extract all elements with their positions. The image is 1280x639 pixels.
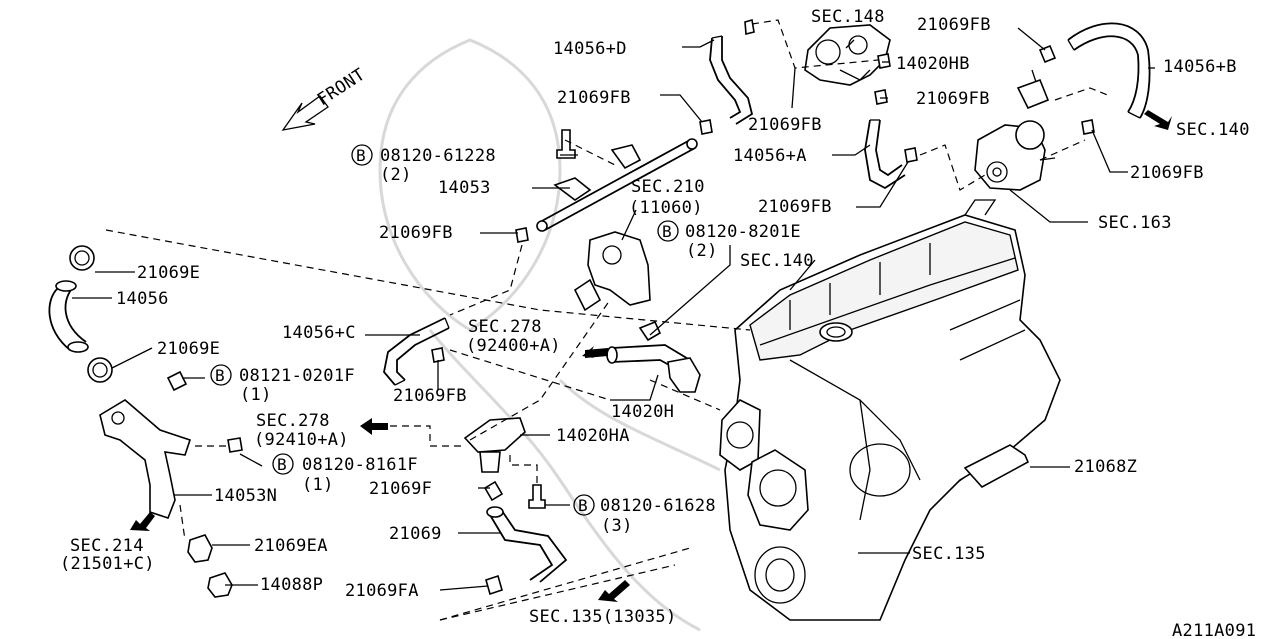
front-label: FRONT (314, 65, 369, 110)
sensor-14020hb (1016, 69, 1050, 110)
bolt-labels: B 08120-61228 (2) B 08120-8201E (2) B 08… (210, 144, 801, 536)
label-21069e-a[interactable]: 21069E (137, 263, 200, 283)
hose-14056-b (1067, 22, 1151, 119)
bolt-marker-icon (210, 364, 232, 386)
label-21069fb-d[interactable]: 21069FB (1130, 163, 1204, 183)
label-sec148[interactable]: SEC.148 (811, 7, 885, 27)
label-21069fa[interactable]: 21069FA (345, 581, 419, 601)
bolt-qty: (2) (686, 241, 718, 261)
bolt-marker-letter: B (215, 366, 225, 385)
bolt-marker-icon (573, 494, 595, 516)
hose-14056 (48, 280, 89, 353)
bolt-qty: (3) (601, 516, 633, 536)
label-21069e-b[interactable]: 21069E (157, 339, 220, 359)
front-direction-arrow (281, 95, 329, 131)
label-sec278-a[interactable]: SEC.278 (468, 317, 542, 337)
watermark-emblem (378, 38, 721, 632)
bolt-label-08120-8161f[interactable]: B 08120-8161F (1) (272, 453, 418, 495)
bolt-label-08120-61628[interactable]: B 08120-61628 (3) (573, 494, 716, 536)
bolt-marker-letter: B (277, 455, 287, 474)
hose-14056-d (709, 35, 754, 125)
label-14056-d[interactable]: 14056+D (553, 39, 627, 59)
label-sec210[interactable]: SEC.210 (631, 177, 705, 197)
label-14053[interactable]: 14053 (438, 178, 491, 198)
label-21069fb-f[interactable]: 21069FB (379, 223, 453, 243)
hose-14056-c (383, 317, 450, 386)
label-sec214[interactable]: SEC.214 (70, 536, 144, 556)
flange-14020ha (463, 417, 526, 473)
label-14056-a[interactable]: 14056+A (733, 146, 807, 166)
label-14020ha[interactable]: 14020HA (556, 426, 630, 446)
label-sec278-b[interactable]: SEC.278 (256, 411, 330, 431)
label-21069fb-top[interactable]: 21069FB (917, 15, 991, 35)
label-14020hb[interactable]: 14020HB (896, 54, 970, 74)
section-arrows (130, 110, 1172, 602)
label-sec214-sub[interactable]: (21501+C) (60, 554, 155, 574)
label-14056-c[interactable]: 14056+C (282, 323, 356, 343)
thermostat-gasket (719, 399, 809, 531)
bolt-marker-icon (657, 220, 679, 242)
label-21069fb-a[interactable]: 21069FB (557, 88, 631, 108)
label-21069fb-c[interactable]: 21069FB (748, 115, 822, 135)
bolt-qty: (1) (240, 385, 272, 405)
bolt-part-number: 08120-8201E (685, 222, 801, 242)
label-21069fb-e[interactable]: 21069FB (758, 197, 832, 217)
sealant-tube-21068z (957, 444, 1030, 489)
hose-clamps (69, 18, 1095, 596)
label-14088p[interactable]: 14088P (260, 575, 323, 595)
bolts (166, 129, 662, 509)
label-sec210-sub[interactable]: (11060) (629, 198, 703, 218)
label-21068z[interactable]: 21068Z (1074, 457, 1137, 477)
bolt-marker-letter: B (356, 146, 366, 165)
pipe-14020h (606, 344, 701, 393)
label-14056[interactable]: 14056 (116, 289, 169, 309)
bolt-part-number: 08120-61628 (600, 496, 716, 516)
label-21069ea[interactable]: 21069EA (254, 536, 328, 556)
bolt-label-08120-8201e[interactable]: B 08120-8201E (2) (657, 220, 801, 261)
bolt-marker-letter: B (662, 222, 672, 241)
label-sec278-b-sub[interactable]: (92410+A) (254, 430, 349, 450)
label-sec278-a-sub[interactable]: (92400+A) (466, 336, 561, 356)
label-sec135-bottom[interactable]: SEC.135(13035) (529, 607, 677, 627)
label-sec140-right[interactable]: SEC.140 (1176, 120, 1250, 140)
hose-14056-a (864, 119, 906, 190)
part-labels: 14056+D SEC.148 21069FB 14020HB 14056+B … (60, 7, 1256, 639)
engine-block (724, 199, 1061, 621)
plug-14088p (207, 572, 233, 598)
label-21069fb-g[interactable]: 21069FB (393, 386, 467, 406)
bolt-part-number: 08120-61228 (380, 146, 496, 166)
sec148-component (804, 24, 891, 86)
hose-21069 (486, 506, 568, 583)
label-21069[interactable]: 21069 (389, 524, 442, 544)
label-14056-b[interactable]: 14056+B (1163, 57, 1237, 77)
label-21069f[interactable]: 21069F (369, 479, 432, 499)
leader-lines (72, 27, 1155, 591)
bolt-marker-letter: B (578, 496, 588, 515)
label-sec140-mid[interactable]: SEC.140 (740, 251, 814, 271)
bolt-marker-icon (351, 144, 373, 166)
water-pipe-14053 (536, 138, 698, 232)
water-outlet-housing (573, 231, 651, 312)
bolt-label-08121-0201f[interactable]: B 08121-0201F (1) (210, 364, 355, 405)
plug-21069ea (187, 534, 213, 563)
bolt-label-08120-61228[interactable]: B 08120-61228 (2) (351, 144, 496, 185)
bolt-part-number: 08121-0201F (239, 366, 355, 386)
label-14053n[interactable]: 14053N (214, 486, 277, 506)
reference-lines (105, 19, 1111, 621)
bolt-qty: (2) (380, 165, 412, 185)
sec163-component (974, 120, 1056, 191)
bolt-marker-icon (272, 453, 294, 475)
bolt-qty: (1) (302, 475, 334, 495)
label-21069fb-b[interactable]: 21069FB (916, 89, 990, 109)
pipe-14053n (99, 399, 192, 519)
label-14020h[interactable]: 14020H (611, 402, 674, 422)
label-sec163[interactable]: SEC.163 (1098, 213, 1172, 233)
bolt-part-number: 08120-8161F (302, 455, 418, 475)
label-sec135[interactable]: SEC.135 (912, 544, 986, 564)
drawing-code: A211A091 (1172, 621, 1256, 639)
